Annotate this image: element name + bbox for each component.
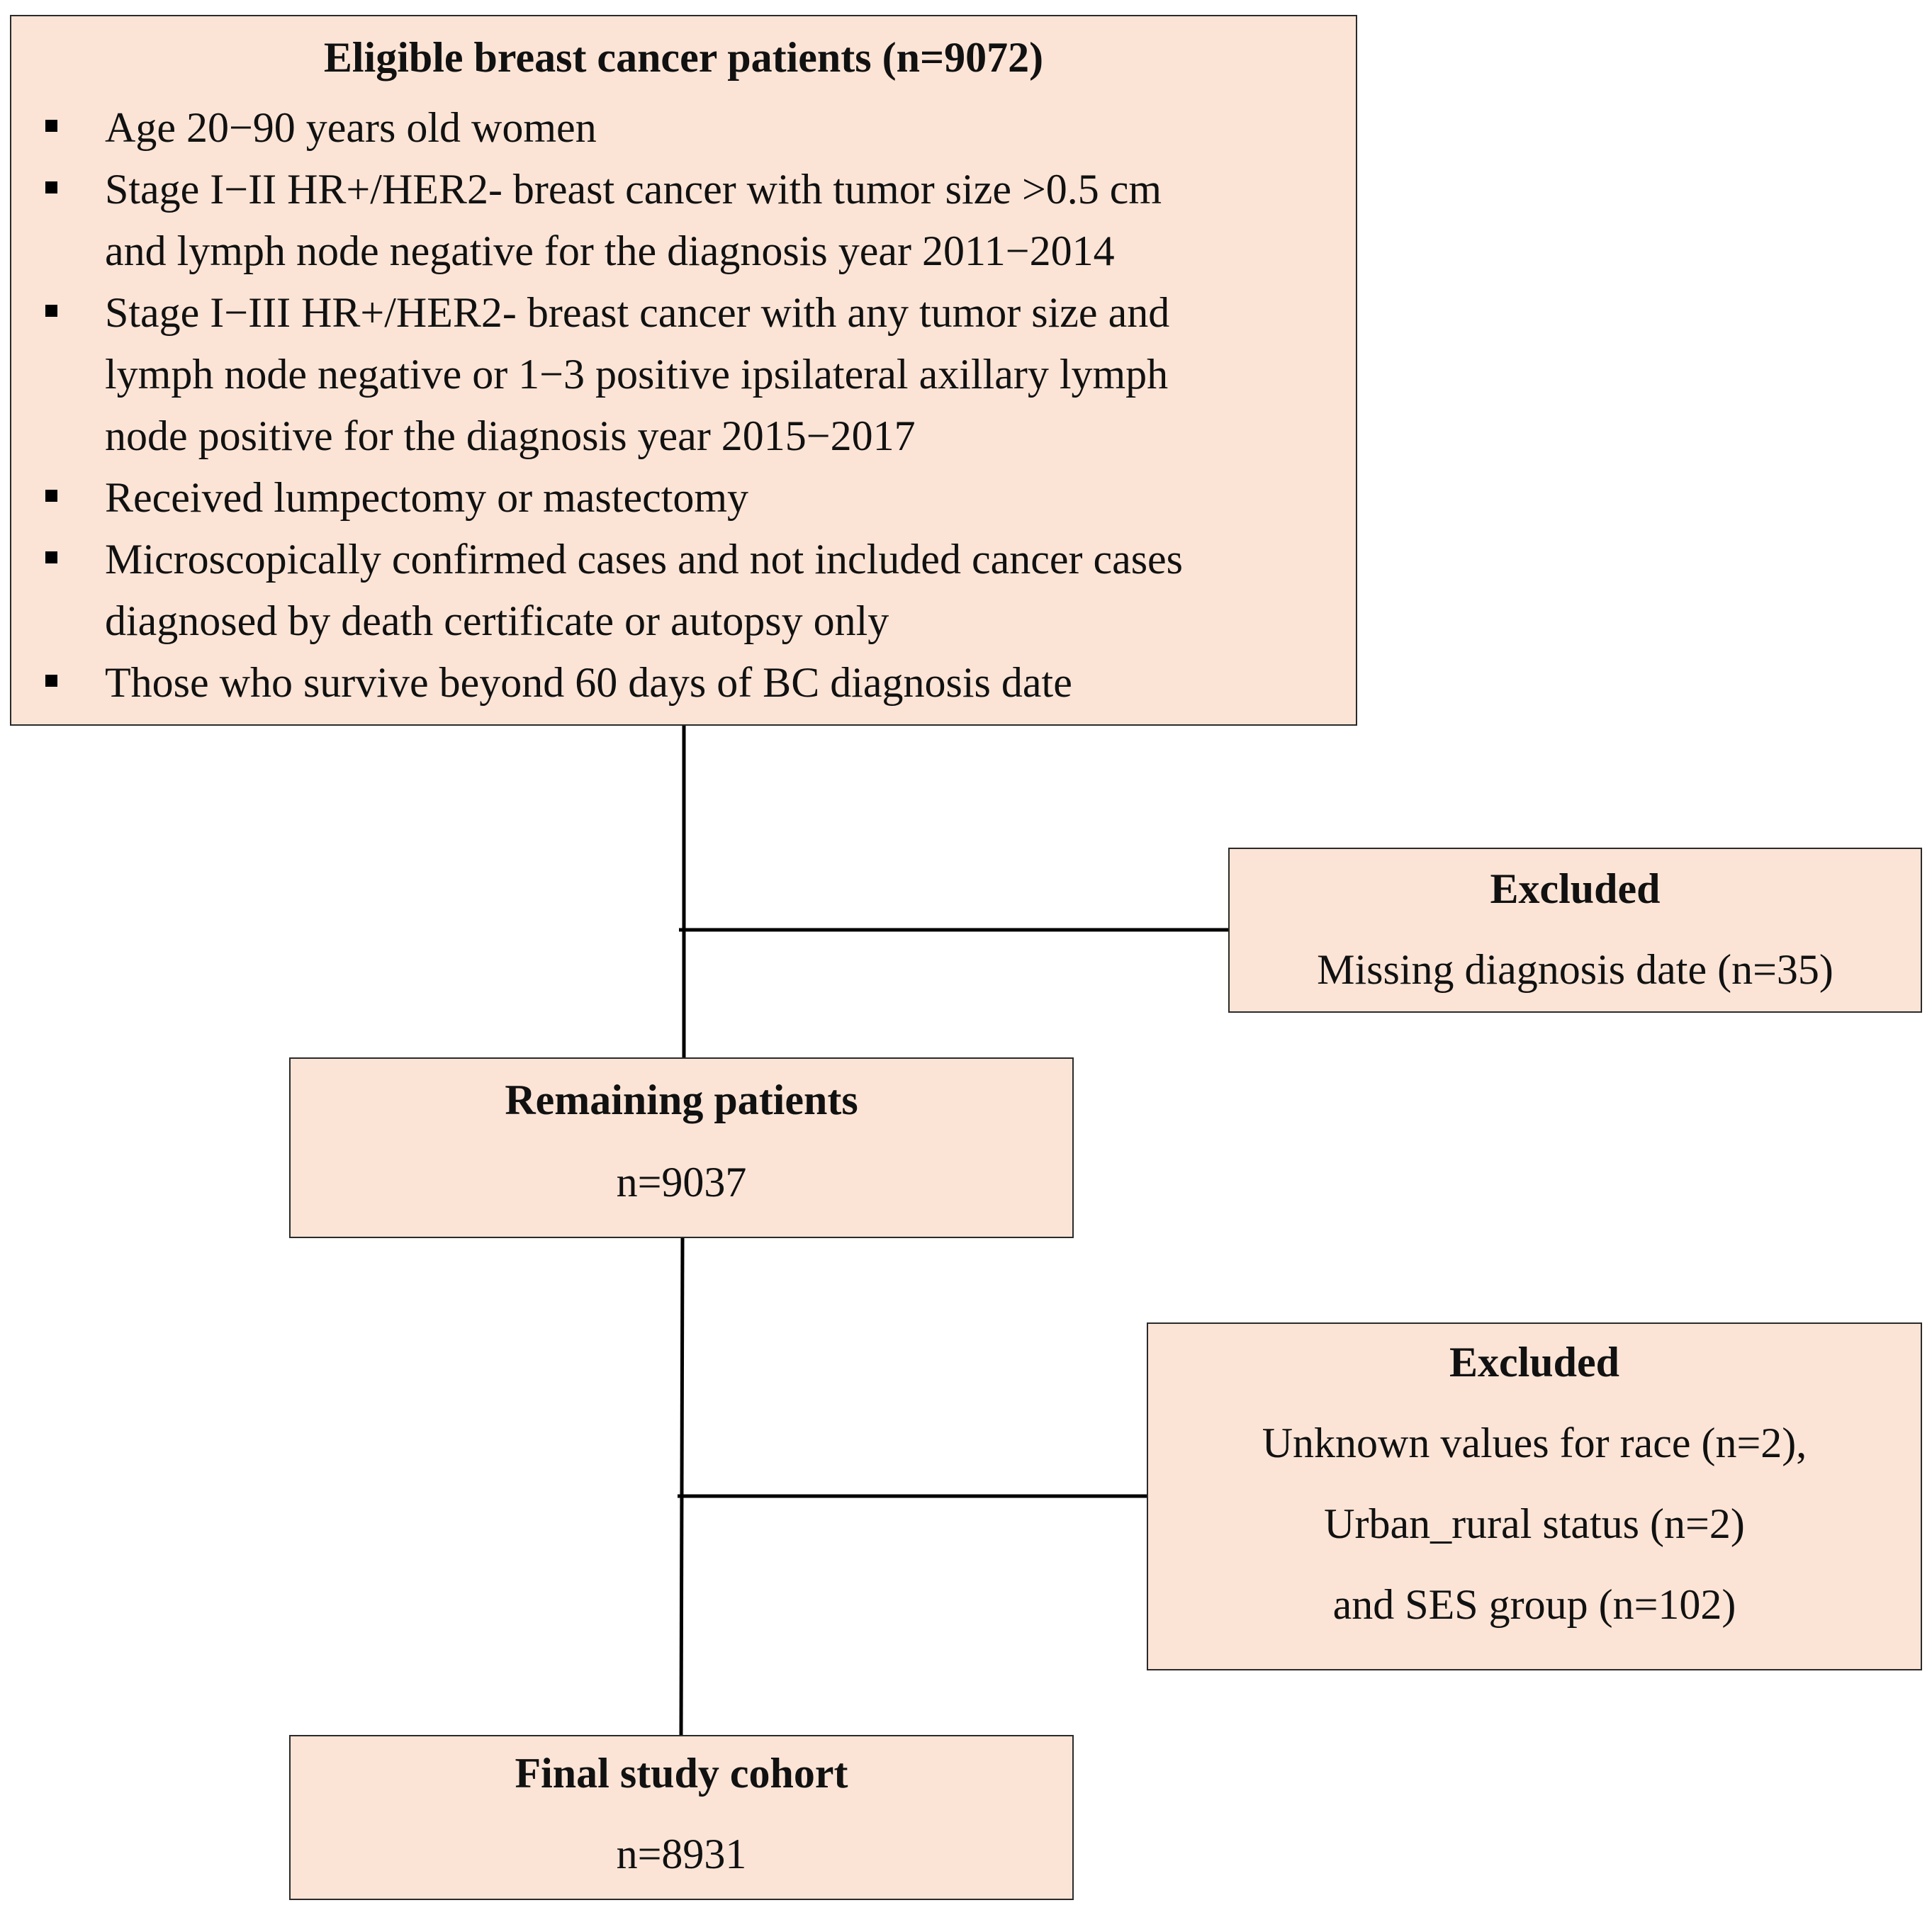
eligible-patients-box: Eligible breast cancer patients (n=9072)… <box>10 15 1357 726</box>
remaining-patients-title: Remaining patients <box>505 1077 858 1123</box>
criterion-line: diagnosed by death certificate or autops… <box>105 597 889 644</box>
criterion-line: lymph node negative or 1−3 positive ipsi… <box>105 351 1169 398</box>
square-bullet-icon <box>45 181 57 193</box>
excluded-reason: Urban_rural status (n=2) <box>1324 1500 1745 1547</box>
square-bullet-icon <box>45 675 57 687</box>
criterion-item: Microscopically confirmed cases and not … <box>37 529 1356 652</box>
square-bullet-icon <box>45 490 57 502</box>
excluded-reason: Missing diagnosis date (n=35) <box>1317 946 1833 993</box>
square-bullet-icon <box>45 120 57 132</box>
connector-remaining-to-final <box>679 1237 685 1736</box>
eligible-patients-title: Eligible breast cancer patients (n=9072) <box>323 34 1044 81</box>
criterion-item: Stage I−III HR+/HER2- breast cancer with… <box>37 282 1356 467</box>
square-bullet-icon <box>45 551 57 563</box>
criterion-item: Received lumpectomy or mastectomy <box>37 467 1356 529</box>
criterion-line: Stage I−III HR+/HER2- breast cancer with… <box>105 289 1170 336</box>
criterion-line: node positive for the diagnosis year 201… <box>105 412 916 459</box>
remaining-patients-count: n=9037 <box>616 1159 747 1206</box>
inclusion-criteria-list: Age 20−90 years old women Stage I−II HR+… <box>11 97 1356 714</box>
excluded-missing-date-box: Excluded Missing diagnosis date (n=35) <box>1228 848 1922 1013</box>
criterion-line: Stage I−II HR+/HER2- breast cancer with … <box>105 166 1162 213</box>
remaining-patients-box: Remaining patients n=9037 <box>289 1057 1074 1238</box>
criterion-line: Received lumpectomy or mastectomy <box>105 474 749 521</box>
criterion-item: Stage I−II HR+/HER2- breast cancer with … <box>37 159 1356 282</box>
criterion-item: Age 20−90 years old women <box>37 97 1356 159</box>
excluded-title: Excluded <box>1449 1339 1620 1386</box>
criterion-line: Age 20−90 years old women <box>105 104 597 151</box>
criterion-line: Those who survive beyond 60 days of BC d… <box>105 659 1072 706</box>
final-cohort-count: n=8931 <box>616 1831 747 1877</box>
square-bullet-icon <box>45 305 57 317</box>
excluded-reason: Unknown values for race (n=2), <box>1262 1420 1807 1466</box>
final-cohort-title: Final study cohort <box>515 1750 848 1797</box>
criterion-line: Microscopically confirmed cases and not … <box>105 536 1184 583</box>
excluded-title: Excluded <box>1490 865 1661 912</box>
final-cohort-box: Final study cohort n=8931 <box>289 1735 1074 1900</box>
excluded-unknown-values-box: Excluded Unknown values for race (n=2), … <box>1147 1322 1922 1670</box>
criterion-item: Those who survive beyond 60 days of BC d… <box>37 652 1356 714</box>
excluded-reason: and SES group (n=102) <box>1332 1581 1736 1628</box>
criterion-line: and lymph node negative for the diagnosi… <box>105 227 1115 274</box>
